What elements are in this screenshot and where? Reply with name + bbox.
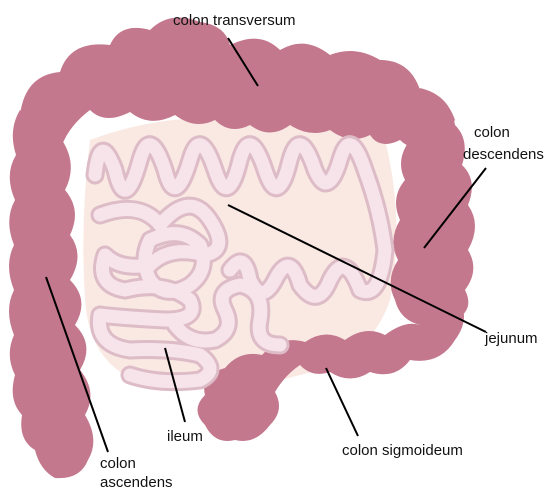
label-colon-descendens-line1: colon (474, 124, 510, 142)
label-colon-sigmoideum: colon sigmoideum (342, 442, 463, 460)
label-ileum: ileum (167, 428, 203, 446)
label-colon-descendens-line2: descendens (463, 146, 544, 164)
label-colon-ascendens-line1: colon (100, 455, 136, 473)
label-jejunum: jejunum (485, 330, 538, 348)
label-colon-transversum: colon transversum (173, 12, 296, 30)
label-colon-ascendens-line2: ascendens (100, 474, 173, 492)
